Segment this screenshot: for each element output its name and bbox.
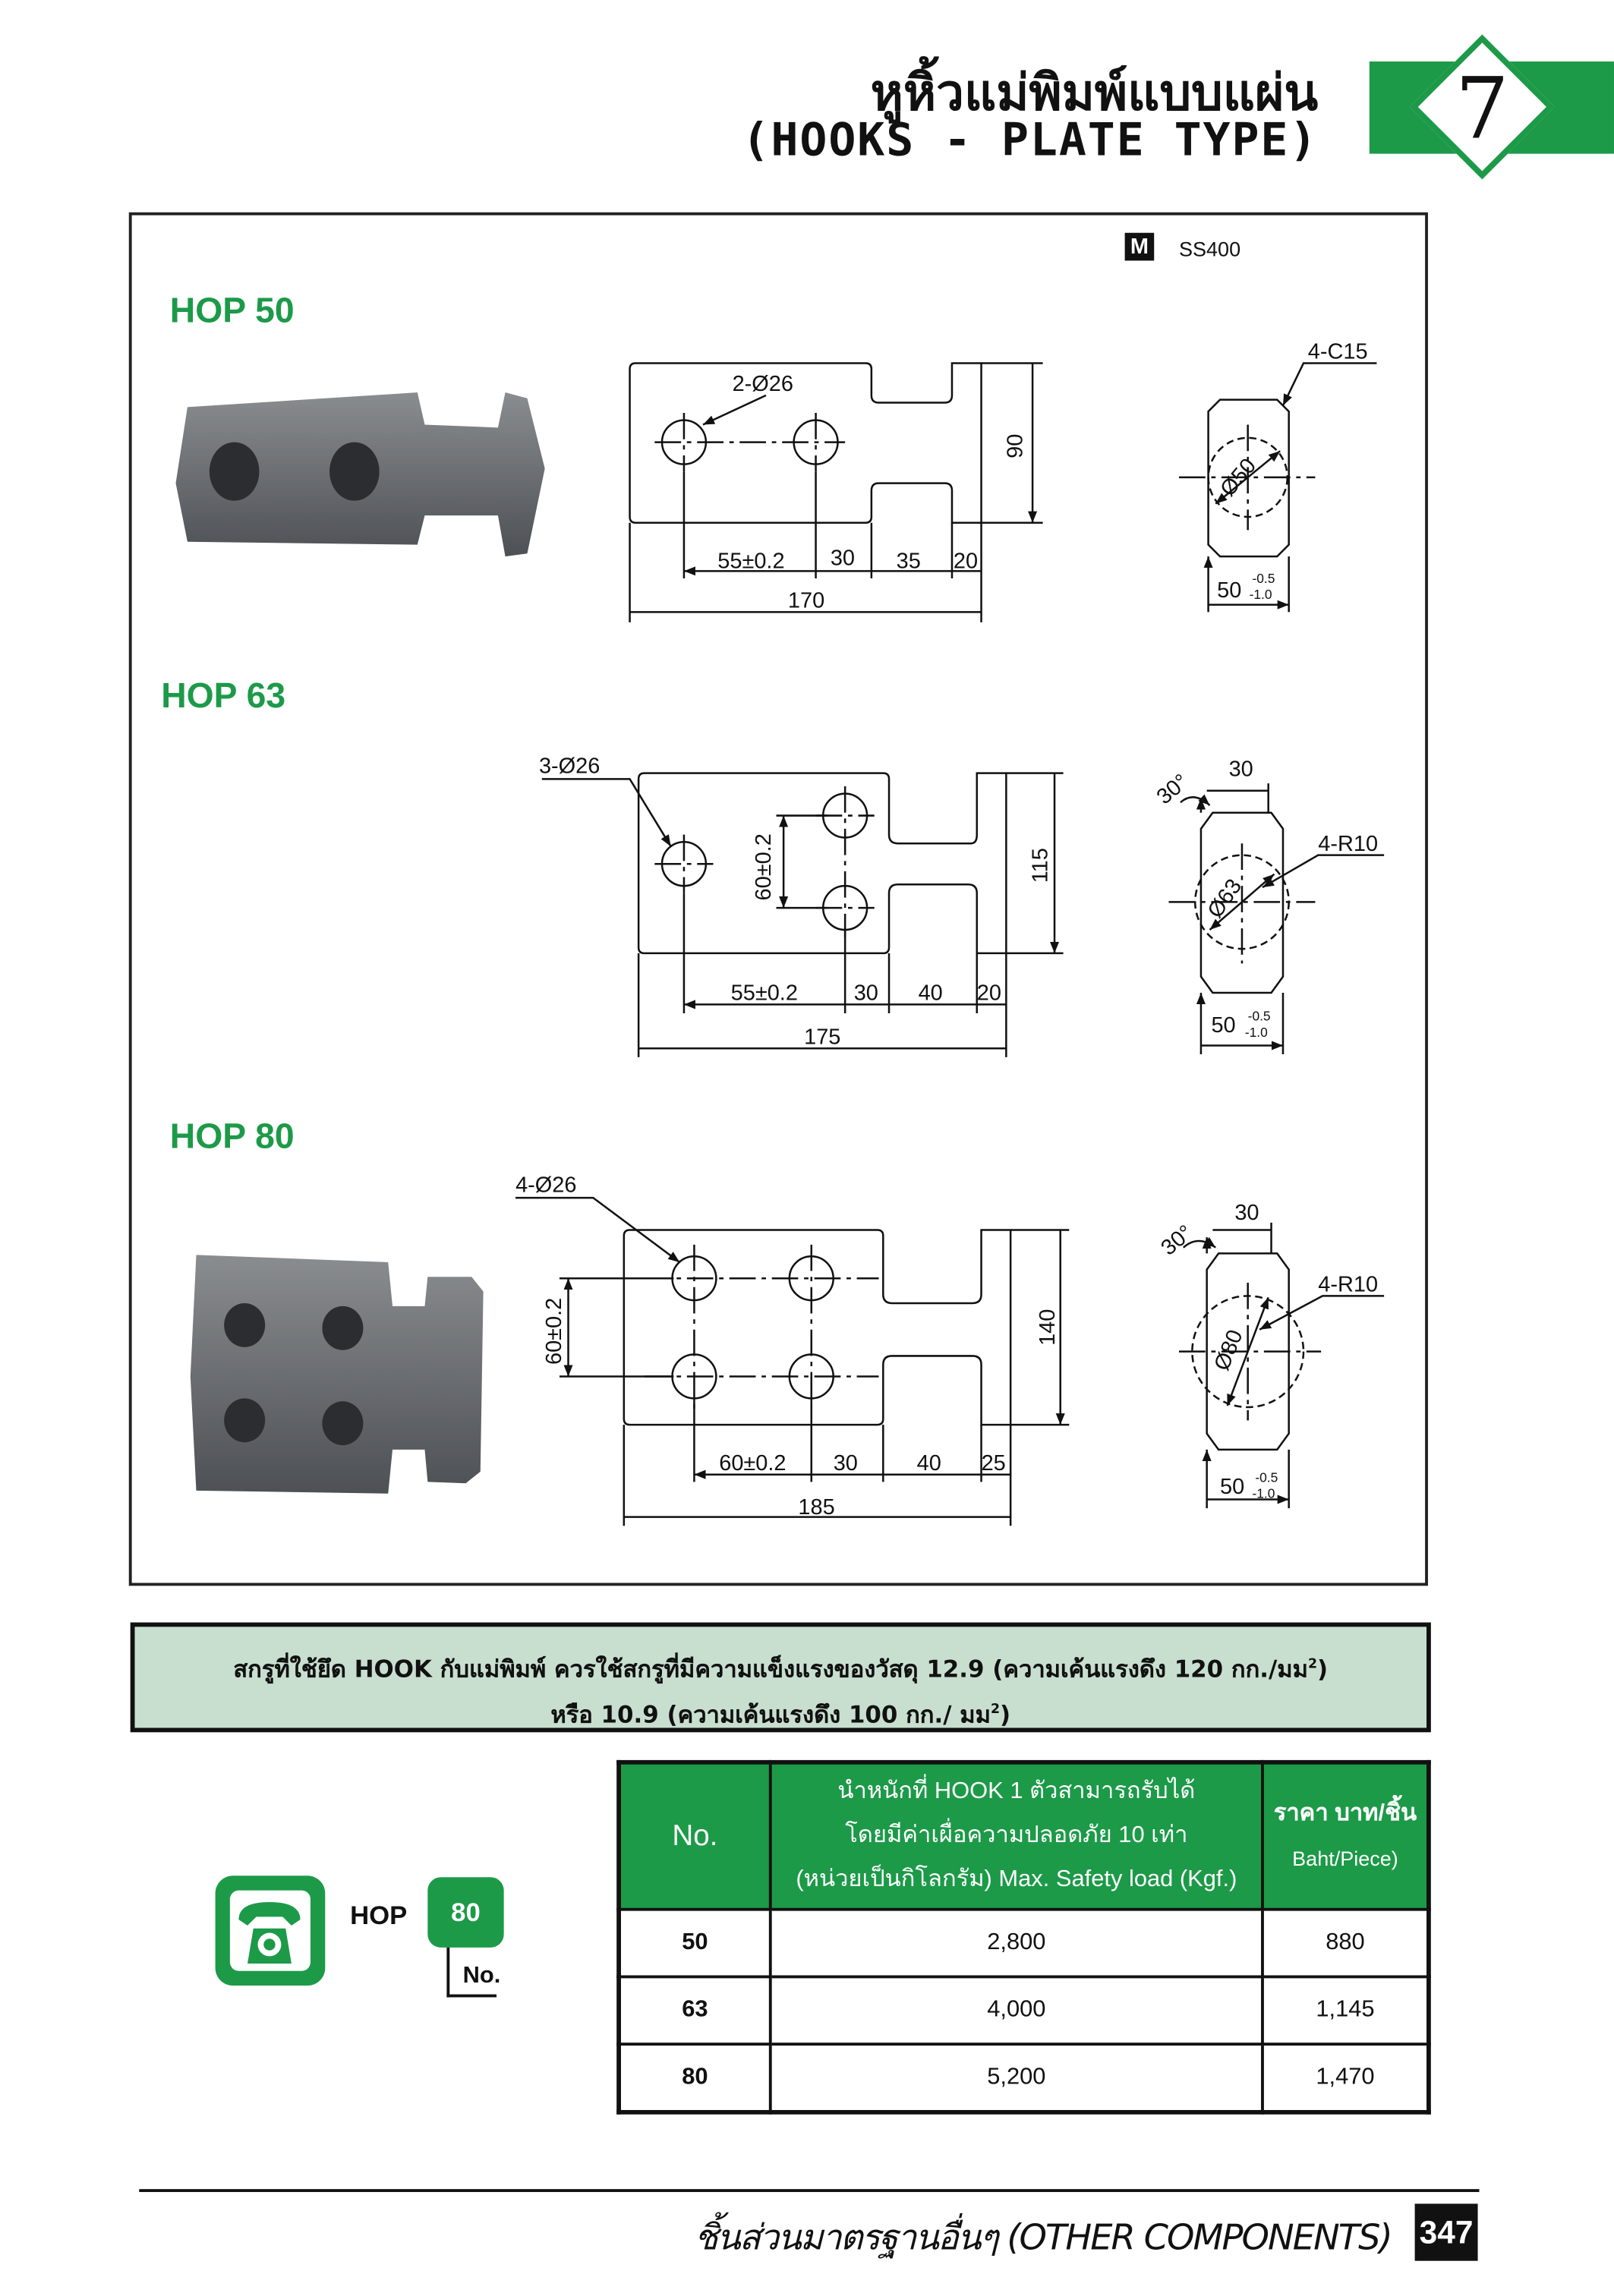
hop63-dim-c: 40 [919,981,943,1006]
footer-divider [139,2189,1480,2193]
hop80-angle: 30° [1156,1220,1197,1261]
note-line-1: สกรูที่ใช้ยึด HOOK กับแม่พิมพ์ ควรใช้สกร… [233,1655,1308,1683]
hop80-side-view [1179,1222,1385,1508]
col-header-no: No. [617,1760,772,1911]
hop50-length: 170 [788,589,824,613]
hop63-angle: 30° [1152,770,1193,810]
hop63-length: 175 [804,1025,840,1050]
load-header-line-2: โดยมีค่าเผื่อความปลอดภัย 10 เท่า [845,1822,1188,1848]
model-title-hop80: HOP 80 [169,1117,295,1157]
hop63-front-view [541,772,1064,1057]
order-prefix: HOP [350,1901,408,1930]
hop50-dia: Ø50 [1215,454,1261,501]
hop80-radius: 4-R10 [1318,1273,1378,1297]
cell-load: 5,200 [768,2042,1264,2114]
cell-no: 50 [617,1907,772,1979]
hop50-front-view [629,362,1043,622]
phone-icon[interactable] [215,1876,326,1986]
cell-load: 4,000 [768,1975,1264,2046]
hop63-dim-d: 20 [977,981,1001,1006]
hop50-height: 90 [1004,434,1028,458]
hop80-dim-a: 60±0.2 [719,1451,786,1476]
hop50-tol-lower: -1.0 [1250,587,1272,602]
col-header-price: ราคา บาท/ชิ้น Baht/Piece) [1261,1760,1430,1911]
hop50-photo [175,392,545,557]
hop80-length: 185 [798,1495,834,1520]
hop80-photo [190,1255,484,1494]
note-sup-1: 2 [1307,1657,1318,1673]
note-close-1: ) [1317,1655,1329,1683]
cell-no: 63 [617,1975,772,2046]
hop63-dim-a: 55±0.2 [731,981,798,1006]
hop80-height: 140 [1036,1309,1060,1346]
hop50-side-view [1179,362,1377,612]
order-no-label: No. [446,1947,500,1998]
hop80-dim-d: 25 [982,1451,1006,1476]
hop63-pitch: 60±0.2 [752,833,776,900]
load-header-line-3: (หน่วยเป็นกิโลกรัม) Max. Safety load (Kg… [796,1866,1237,1892]
title-english: (HOOKS - PLATE TYPE) [742,114,1319,167]
hop50-tol-upper: -0.5 [1252,571,1275,586]
col-header-load: นำหนักที่ HOOK 1 ตัวสามารถรับได้โดยมีค่า… [768,1760,1264,1911]
hop50-chamfer: 4-C15 [1308,340,1368,364]
table-header-row: No. นำหนักที่ HOOK 1 ตัวสามารถรับได้โดยม… [617,1760,1430,1911]
drawing-panel [128,212,1428,1586]
load-header-line-1: นำหนักที่ HOOK 1 ตัวสามารถรับได้ [837,1778,1196,1804]
cell-price: 1,470 [1261,2042,1430,2114]
order-size-badge: 80 [427,1877,504,1948]
hop63-tol-upper: -0.5 [1248,1009,1271,1024]
material-badge: M [1124,232,1155,261]
hop63-hole-label: 3-Ø26 [539,754,600,779]
hop63-radius: 4-R10 [1318,832,1378,856]
hop63-dia: Ø63 [1203,874,1247,922]
hop50-dim-b: 30 [831,546,855,571]
footer-section: ชิ้นส่วนมาตรฐานอื่นๆ (OTHER COMPONENTS) [694,2216,1393,2258]
title-thai: หูหิ้วแม่พิมพ์แบบแผ่น [870,64,1319,124]
hop50-dim-a: 55±0.2 [717,550,784,574]
chapter-number: 7 [1455,58,1509,159]
hop50-hole-label: 2-Ø26 [733,372,793,396]
technical-drawings: 2-Ø26 55±0.2 30 35 20 170 90 4-C15 Ø50 5… [175,340,1385,1526]
hop63-width: 50 [1211,1013,1235,1038]
hop63-height: 115 [1028,848,1052,883]
screw-note: สกรูที่ใช้ยึด HOOK กับแม่พิมพ์ ควรใช้สกร… [130,1622,1431,1733]
cell-price: 880 [1261,1907,1430,1979]
hop80-hole-label: 4-Ø26 [515,1173,576,1197]
hop63-side-view [1168,783,1385,1054]
price-header-line-2: Baht/Piece) [1292,1846,1398,1870]
note-sup-2: 2 [990,1703,1001,1718]
hop50-dim-d: 20 [954,550,978,574]
page-number: 347 [1414,2203,1478,2261]
hop63-tol-lower: -1.0 [1245,1025,1268,1040]
hop80-dim-c: 40 [917,1451,941,1476]
hop80-front-view [515,1196,1069,1526]
hop50-width: 50 [1217,578,1241,603]
hop80-dim-b: 30 [834,1451,858,1476]
spec-table: No. นำหนักที่ HOOK 1 ตัวสามารถรับได้โดยม… [616,1759,1431,2115]
cell-no: 80 [617,2042,772,2114]
hop63-top: 30 [1229,757,1253,781]
hop50-dim-c: 35 [897,550,921,574]
note-close-2: ) [1000,1701,1011,1729]
hop80-tol-lower: -1.0 [1252,1486,1275,1501]
note-line-2: หรือ 10.9 (ความเค้นแรงดึง 100 กก./ มม [550,1701,991,1729]
model-title-hop50: HOP 50 [169,291,295,331]
material-grade: SS400 [1179,237,1241,261]
hop80-top: 30 [1234,1201,1259,1225]
hop80-tol-upper: -0.5 [1255,1469,1278,1485]
model-title-hop63: HOP 63 [161,676,286,717]
price-header-line-1: ราคา บาท/ชิ้น [1273,1800,1417,1826]
hop80-width: 50 [1220,1475,1244,1499]
hop80-pitch: 60±0.2 [542,1298,566,1365]
hop63-dim-b: 30 [854,981,878,1006]
cell-price: 1,145 [1261,1975,1430,2046]
cell-load: 2,800 [768,1907,1264,1979]
